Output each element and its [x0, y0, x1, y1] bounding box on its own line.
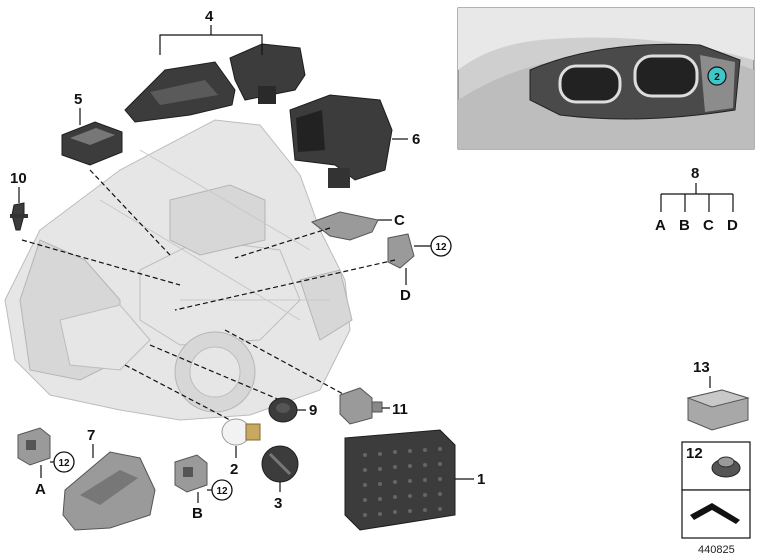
symbol-box	[681, 489, 751, 539]
callout-8: 8	[691, 165, 699, 182]
part-1-led-driver[interactable]	[344, 429, 456, 531]
dashed-leaders	[21, 169, 396, 421]
tree-8	[660, 183, 734, 212]
part-6-projector[interactable]	[289, 94, 393, 188]
reference-number: 440825	[698, 544, 735, 556]
part-11-actuator[interactable]	[339, 387, 383, 425]
callout-4: 4	[205, 8, 214, 25]
callout-2: 2	[230, 461, 238, 478]
letter-b: B	[192, 505, 203, 522]
callout-3: 3	[274, 495, 282, 512]
tree-letter-b: B	[679, 217, 690, 234]
legend-callout-12: 12	[686, 445, 703, 462]
tree-letter-a: A	[655, 217, 666, 234]
callout-1: 1	[477, 471, 485, 488]
callout-6: 6	[412, 131, 420, 148]
callout-12-b: 12	[216, 486, 228, 497]
part-2-bulb[interactable]	[221, 418, 261, 446]
part-d-bracket[interactable]	[387, 233, 415, 269]
inset-callout-2: 2	[714, 72, 720, 83]
part-b-bracket[interactable]	[174, 454, 208, 493]
callout-7: 7	[87, 427, 95, 444]
part-4-covers[interactable]	[124, 43, 306, 123]
part-5-control-unit[interactable]	[61, 121, 123, 166]
part-7-bracket[interactable]	[62, 451, 156, 531]
inset-vehicle-view	[457, 7, 755, 150]
circle-12-a	[53, 451, 75, 473]
callout-12-top: 12	[435, 242, 447, 253]
tree-letter-c: C	[703, 217, 714, 234]
tree-letter-d: D	[727, 217, 738, 234]
callout-10: 10	[10, 170, 27, 187]
headlight-housing	[4, 119, 353, 421]
inset-highlight-2[interactable]	[707, 66, 727, 86]
callout-13: 13	[693, 359, 710, 376]
part-a-bracket[interactable]	[17, 427, 51, 466]
callout-11: 11	[392, 401, 408, 418]
legend-box-12	[681, 441, 751, 491]
part-9-cap[interactable]	[268, 397, 298, 423]
part-3-cap[interactable]	[261, 445, 299, 483]
letter-c: C	[394, 212, 405, 229]
part-10-clip[interactable]	[10, 202, 28, 231]
callout-5: 5	[74, 91, 82, 108]
part-13-pad[interactable]	[686, 389, 750, 431]
callout-9: 9	[309, 402, 317, 419]
part-c-bracket[interactable]	[310, 211, 379, 241]
letter-a: A	[35, 481, 46, 498]
circle-12-b	[211, 479, 233, 501]
circle-12-top	[430, 235, 452, 257]
callout-12-a: 12	[58, 458, 70, 469]
letter-d: D	[400, 287, 411, 304]
